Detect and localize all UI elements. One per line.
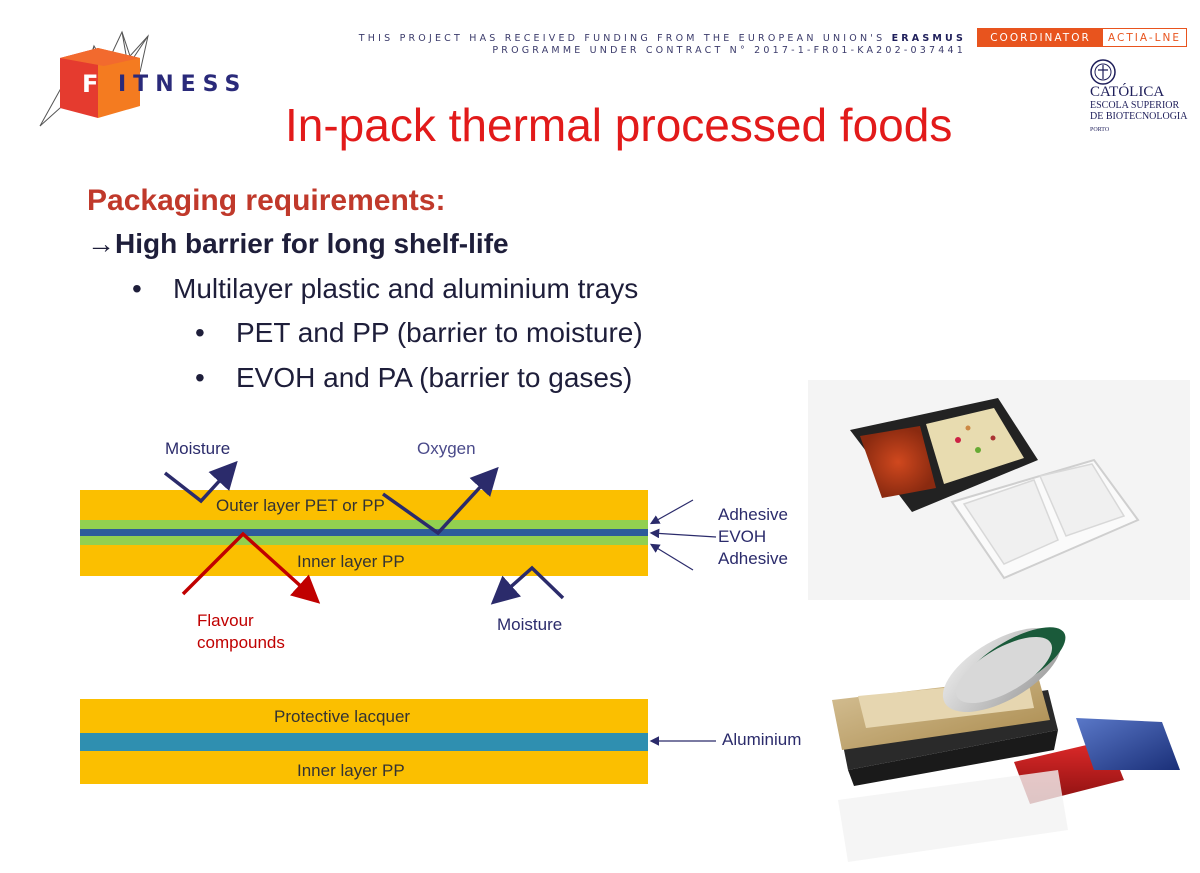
- catolica-line-1: ESCOLA SUPERIOR: [1090, 100, 1180, 111]
- sub-bullet-evoh-pa: EVOH and PA (barrier to gases): [236, 362, 633, 393]
- funding-line-1-text: THIS PROJECT HAS RECEIVED FUNDING FROM T…: [358, 33, 886, 44]
- logo-letter-f: F: [82, 70, 99, 98]
- barrier-text: High barrier for long shelf-life: [115, 228, 509, 259]
- funding-line-1: THIS PROJECT HAS RECEIVED FUNDING FROM T…: [359, 33, 966, 44]
- funding-line-2: PROGRAMME UNDER CONTRACT N° 2017-1-FR01-…: [492, 45, 966, 56]
- oxygen-arrow: [381, 466, 499, 536]
- moisture-bottom-arrow: [490, 565, 565, 605]
- catolica-name: CATÓLICA: [1090, 84, 1165, 100]
- adhesive-top-label: Adhesive: [718, 505, 788, 524]
- funding-line-1-bold: ERASMUS: [891, 33, 966, 44]
- bullet-multilayer: Multilayer plastic and aluminium trays: [173, 273, 639, 304]
- aluminium-inner-layer: [80, 751, 648, 784]
- adhesive-layer-bottom: [80, 536, 648, 545]
- catolica-line-2: DE BIOTECNOLOGIA: [1090, 111, 1188, 122]
- logo-text: ITNESS: [118, 72, 248, 97]
- adhesive-bottom-label: Adhesive: [718, 549, 788, 568]
- lacquer-layer: [80, 699, 648, 733]
- lacquer-label: Protective lacquer: [274, 707, 411, 726]
- flavour-label-line-2: compounds: [197, 633, 285, 652]
- aluminium-layer: [80, 733, 648, 751]
- adhesive-bottom-pointer: [649, 543, 694, 571]
- catolica-city: PORTO: [1090, 127, 1110, 133]
- bullet-dot: •: [132, 273, 142, 304]
- sub-bullet-pet-pp: PET and PP (barrier to moisture): [236, 317, 643, 348]
- fitness-logo: [36, 26, 276, 130]
- aluminium-label: Aluminium: [722, 730, 802, 749]
- aluminium-trays-image: [818, 600, 1190, 868]
- catolica-logo: [1088, 56, 1188, 140]
- adhesive-layer-top: [80, 520, 648, 529]
- inner-layer-label: Inner layer PP: [297, 552, 405, 571]
- coordinator-box: COORDINATOR ACTIA-LNE: [977, 28, 1187, 47]
- coordinator-label: COORDINATOR: [978, 29, 1103, 46]
- sub-bullet-dot: •: [195, 317, 205, 348]
- packaging-heading: Packaging requirements:: [87, 184, 446, 217]
- plastic-trays-graphic: [850, 398, 1140, 580]
- moisture-top-label: Moisture: [165, 439, 231, 458]
- inner-layer: [80, 545, 648, 576]
- evoh-layer: [80, 529, 648, 536]
- aluminium-inner-label: Inner layer PP: [297, 761, 405, 780]
- catolica-seal-icon: [1090, 59, 1116, 85]
- arrow-right-icon: →: [87, 228, 115, 259]
- oxygen-label: Oxygen: [417, 439, 476, 458]
- flavour-label-line-1: Flavour: [197, 611, 254, 630]
- aluminium-trays-graphic: [832, 627, 1180, 862]
- sub-bullet-dot: •: [195, 362, 205, 393]
- outer-layer: [80, 490, 648, 520]
- slide-title: In-pack thermal processed foods: [285, 99, 953, 151]
- evoh-label: EVOH: [718, 527, 767, 546]
- moisture-top-arrow: [163, 460, 238, 504]
- evoh-pointer: [649, 528, 717, 539]
- plastic-trays-image: [808, 380, 1190, 600]
- coordinator-name: ACTIA-LNE: [1103, 29, 1186, 46]
- flavour-arrow: [181, 531, 321, 604]
- adhesive-top-pointer: [649, 499, 694, 525]
- moisture-bottom-label: Moisture: [497, 615, 563, 634]
- barrier-line: →High barrier for long shelf-life: [87, 228, 509, 260]
- outer-layer-label: Outer layer PET or PP: [216, 496, 385, 515]
- fitness-logo-graphic: [39, 30, 149, 127]
